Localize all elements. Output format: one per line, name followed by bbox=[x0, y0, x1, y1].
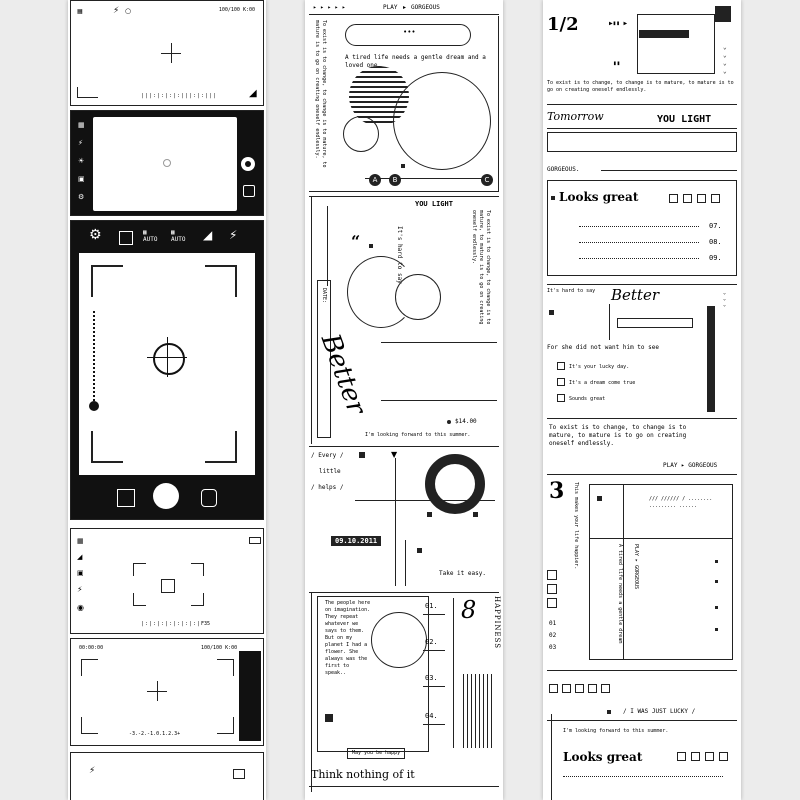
play-gorgeous: PLAY ▸ GORGEOUS bbox=[663, 462, 718, 469]
camera-frame-4: ▦ ◢ ▣ ⚡ ◉ |:|:|:|:|:|:|:| F35 bbox=[70, 528, 264, 634]
focus-icon: ◢ bbox=[249, 88, 257, 99]
num-small-03: 03 bbox=[549, 644, 557, 651]
you-light-label: YOU LIGHT bbox=[657, 114, 712, 125]
camera-frame-1: ▦ ⚡ ○ 100/100 K:00 |||:|:|:|:|||:|:||| ◢ bbox=[70, 0, 264, 106]
ring-graphic bbox=[425, 454, 485, 514]
exist-long: To exist is to change, to change is to m… bbox=[549, 424, 687, 447]
focus-reticle-icon bbox=[153, 343, 185, 375]
think-nothing: Think nothing of it bbox=[311, 768, 415, 781]
check-1: It's your lucky day. bbox=[569, 364, 630, 370]
cam5-top-left: 00:00:00 bbox=[79, 645, 104, 651]
num-03: 03. bbox=[425, 674, 438, 682]
washi-strip-notes: 1/2 ▶▮▮ ▶ ▮▮ ⌄⌄⌄⌄ To exist is to change,… bbox=[543, 0, 741, 800]
half-fraction: 1/2 bbox=[547, 14, 579, 35]
camera-frame-6: ⚡ bbox=[70, 752, 264, 800]
date-badge: 09.10.2011 bbox=[331, 536, 382, 546]
label-c: C bbox=[481, 174, 493, 186]
num-small-02: 02 bbox=[549, 632, 557, 639]
every-text: / Every / bbox=[311, 452, 344, 459]
camera-frame-2: ▦ ⚡ ☀ ▣ ⚙ bbox=[70, 110, 264, 216]
lucky-label: / I WAS JUST LUCKY / bbox=[623, 708, 696, 715]
check-column bbox=[547, 570, 557, 580]
looks-great-2: Looks great bbox=[563, 750, 643, 764]
num-02: 02. bbox=[425, 638, 438, 646]
happiness-vertical: HAPPINESS bbox=[493, 596, 501, 650]
big-three: 3 bbox=[549, 478, 565, 504]
vertical-happier: This makes your life happier. bbox=[573, 482, 579, 570]
helps-text: / helps / bbox=[311, 484, 344, 491]
tired-vertical: A tired life needs a gentle dream bbox=[617, 544, 623, 644]
people-text: The people here on imagination. They rep… bbox=[325, 600, 371, 676]
num-small-01: 01 bbox=[549, 620, 557, 627]
for-she-text: For she did not want him to see bbox=[547, 344, 659, 351]
header-play: PLAY bbox=[383, 4, 398, 11]
small-lines: /// ////// / ........ ......... ...... bbox=[649, 496, 713, 509]
forward-text: I'm looking forward to this summer. bbox=[365, 432, 471, 438]
exist-short: To exist is to change, to change is to m… bbox=[547, 80, 734, 93]
looks-great: Looks great bbox=[559, 190, 639, 204]
take-it-easy: Take it easy. bbox=[439, 570, 486, 577]
tired-life-text: A tired life needs a gentle dream and a … bbox=[345, 54, 486, 69]
header-arrows: ▸ ▸ ▸ ▸ ▸ bbox=[313, 4, 346, 11]
quote-mark: “ bbox=[351, 232, 361, 251]
big-eight: 8 bbox=[461, 596, 477, 624]
its-hard-label: It's hard to say bbox=[547, 288, 596, 294]
exist-vertical: To exist is to change, to change is to m… bbox=[471, 210, 491, 325]
better-script: Better bbox=[611, 286, 660, 304]
check-3: Sounds great bbox=[569, 396, 606, 402]
washi-strip-camera: ▦ ⚡ ○ 100/100 K:00 |||:|:|:|:|||:|:||| ◢… bbox=[68, 0, 266, 800]
cam4-bottom: F35 bbox=[201, 621, 211, 627]
num-04: 04. bbox=[425, 712, 438, 720]
play-vertical: PLAY ▸ GORGEOUS bbox=[633, 544, 639, 590]
vertical-quote: To exist is to change, to change is to m… bbox=[314, 20, 327, 168]
cam1-top-right: 100/100 K:00 bbox=[218, 7, 255, 13]
cam5-top-right: 100/100 K:00 bbox=[201, 645, 238, 651]
washi-strip-graphic: ▸ ▸ ▸ ▸ ▸ PLAY ▸ GORGEOUS To exist is to… bbox=[305, 0, 503, 800]
date-box bbox=[317, 280, 331, 438]
timer-icon: ○ bbox=[125, 7, 132, 15]
shutter-button-icon bbox=[153, 483, 179, 509]
num-01: 01. bbox=[425, 602, 438, 610]
date-label: DATE: bbox=[321, 288, 327, 304]
cam5-scale: -3.-2.-1.0.1.2.3+ bbox=[129, 731, 181, 737]
tomorrow-script: Tomorrow bbox=[547, 110, 604, 123]
num-09: 09. bbox=[709, 254, 722, 262]
label-a: A bbox=[369, 174, 381, 186]
flash-icon: ⚡ bbox=[113, 6, 120, 16]
header-gorgeous: GORGEOUS bbox=[411, 4, 440, 11]
num-08: 08. bbox=[709, 238, 722, 246]
you-light-label: YOU LIGHT bbox=[415, 200, 453, 208]
price: $14.00 bbox=[455, 418, 477, 425]
forward-text: I'm looking forward to this summer. bbox=[563, 728, 669, 734]
check-2: It's a dream come true bbox=[569, 380, 636, 386]
cam1-scale: |||:|:|:|:|||:|:||| bbox=[141, 93, 218, 99]
camera-frame-5: 00:00:00 100/100 K:00 -3.-2.-1.0.1.2.3+ bbox=[70, 638, 264, 746]
camera-frame-3: ⚙ ▦AUTO ▦AUTO ◢ ⚡ bbox=[70, 220, 264, 520]
label-b: B bbox=[389, 174, 401, 186]
gear-icon: ⚙ bbox=[89, 227, 102, 243]
num-07: 07. bbox=[709, 222, 722, 230]
little-text: little bbox=[319, 468, 341, 475]
may-you-be-happy: May you be happy bbox=[347, 748, 406, 759]
grid-icon: ▦ bbox=[77, 8, 83, 15]
gorgeous-label: GORGEOUS. bbox=[547, 166, 580, 173]
